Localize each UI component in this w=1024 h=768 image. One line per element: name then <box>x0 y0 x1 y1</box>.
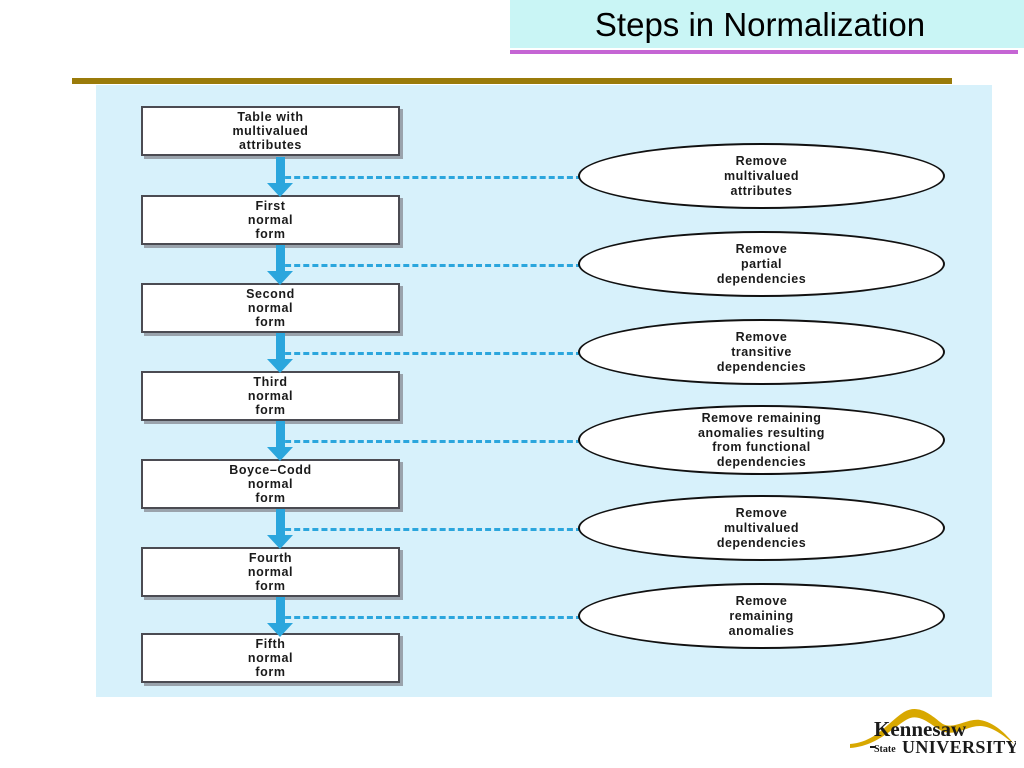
dashed-connector-4 <box>276 528 582 531</box>
stage-box-6-line-0: Fifth <box>255 637 286 651</box>
stage-box-6-line-1: normal <box>247 651 294 665</box>
stage-box-2-line-0: Second <box>246 287 295 301</box>
arrow-head-icon <box>267 535 293 549</box>
stage-box-4-line-0: Boyce–Codd <box>229 463 312 477</box>
stage-box-1-line-0: First <box>255 199 286 213</box>
arrow-head-icon <box>267 183 293 197</box>
action-ellipse-1-line-0: Remove <box>735 241 788 256</box>
action-ellipse-2-line-2: dependencies <box>716 359 807 374</box>
action-ellipse-3-line-2: from functional <box>712 440 811 454</box>
action-ellipse-5: Remove remaining anomalies <box>578 583 945 649</box>
logo-line2-large: UNIVERSITY <box>902 737 1016 757</box>
stage-box-1-line-1: normal <box>247 213 294 227</box>
action-ellipse-2-line-1: transitive <box>731 344 792 359</box>
action-ellipse-4-line-2: dependencies <box>716 535 807 550</box>
stage-box-6: Fifth normal form <box>141 633 400 683</box>
flow-arrow-0 <box>262 157 300 197</box>
stage-box-5: Fourth normal form <box>141 547 400 597</box>
action-ellipse-4: Remove multivalued dependencies <box>578 495 945 561</box>
dashed-connector-2 <box>276 352 582 355</box>
action-ellipse-0: Remove multivalued attributes <box>578 143 945 209</box>
stage-box-0-line-2: attributes <box>239 138 302 152</box>
stage-box-5-line-0: Fourth <box>248 551 293 565</box>
dashed-connector-0 <box>276 176 582 179</box>
arrow-head-icon <box>267 271 293 285</box>
action-ellipse-4-line-1: multivalued <box>724 520 799 535</box>
stage-box-1-line-2: form <box>255 227 286 241</box>
arrow-head-icon <box>267 447 293 461</box>
stage-box-5-line-2: form <box>255 579 286 593</box>
stage-box-0: Table with multivalued attributes <box>141 106 400 156</box>
stage-box-2-line-2: form <box>255 315 286 329</box>
dashed-connector-3 <box>276 440 582 443</box>
dashed-connector-1 <box>276 264 582 267</box>
action-ellipse-0-line-0: Remove <box>735 153 788 168</box>
gold-divider-rule <box>72 78 952 84</box>
dashed-connector-5 <box>276 616 582 619</box>
flow-arrow-4 <box>262 509 300 549</box>
arrow-head-icon <box>267 359 293 373</box>
action-ellipse-2-line-0: Remove <box>735 329 788 344</box>
action-ellipse-1-line-1: partial <box>740 256 782 271</box>
arrow-shaft <box>276 421 285 449</box>
logo-arc-icon <box>850 709 1014 748</box>
flow-arrow-1 <box>262 245 300 285</box>
stage-box-6-line-2: form <box>255 665 286 679</box>
action-ellipse-1: Remove partial dependencies <box>578 231 945 297</box>
stage-box-3: Third normal form <box>141 371 400 421</box>
logo-line1: Kennesaw <box>874 717 967 741</box>
action-ellipse-3: Remove remaining anomalies resulting fro… <box>578 405 945 475</box>
stage-box-3-line-2: form <box>255 403 286 417</box>
arrow-shaft <box>276 509 285 537</box>
page-title: Steps in Normalization <box>594 6 926 43</box>
action-ellipse-5-line-1: remaining <box>729 608 794 623</box>
arrow-shaft <box>276 333 285 361</box>
logo-dash-icon <box>870 746 876 748</box>
stage-box-3-line-0: Third <box>253 375 288 389</box>
title-underline <box>510 50 1018 54</box>
title-banner <box>510 0 1024 48</box>
stage-box-4: Boyce–Codd normal form <box>141 459 400 509</box>
stage-box-1: First normal form <box>141 195 400 245</box>
action-ellipse-3-line-3: dependencies <box>716 454 807 469</box>
stage-box-2-line-1: normal <box>247 301 294 315</box>
action-ellipse-5-line-2: anomalies <box>728 623 795 638</box>
action-ellipse-3-line-1: anomalies resulting <box>698 425 825 440</box>
stage-box-2: Second normal form <box>141 283 400 333</box>
action-ellipse-0-line-2: attributes <box>730 183 793 198</box>
action-ellipse-0-line-1: multivalued <box>724 168 799 183</box>
stage-box-4-line-1: normal <box>247 477 294 491</box>
flow-arrow-3 <box>262 421 300 461</box>
flow-arrow-2 <box>262 333 300 373</box>
flow-arrow-5 <box>262 597 300 637</box>
action-ellipse-4-line-0: Remove <box>735 505 788 520</box>
logo-line2-small: State <box>874 744 896 755</box>
stage-box-0-line-0: Table with <box>237 110 304 124</box>
action-ellipse-5-line-0: Remove <box>735 593 788 608</box>
arrow-head-icon <box>267 623 293 637</box>
stage-box-4-line-2: form <box>255 491 286 505</box>
stage-box-5-line-1: normal <box>247 565 294 579</box>
action-ellipse-2: Remove transitive dependencies <box>578 319 945 385</box>
arrow-shaft <box>276 597 285 625</box>
stage-box-3-line-1: normal <box>247 389 294 403</box>
action-ellipse-1-line-2: dependencies <box>716 271 807 286</box>
kennesaw-state-university-logo: Kennesaw State UNIVERSITY <box>848 704 1016 762</box>
arrow-shaft <box>276 157 285 185</box>
stage-box-0-line-1: multivalued <box>232 124 309 138</box>
action-ellipse-3-line-0: Remove remaining <box>701 411 822 425</box>
arrow-shaft <box>276 245 285 273</box>
